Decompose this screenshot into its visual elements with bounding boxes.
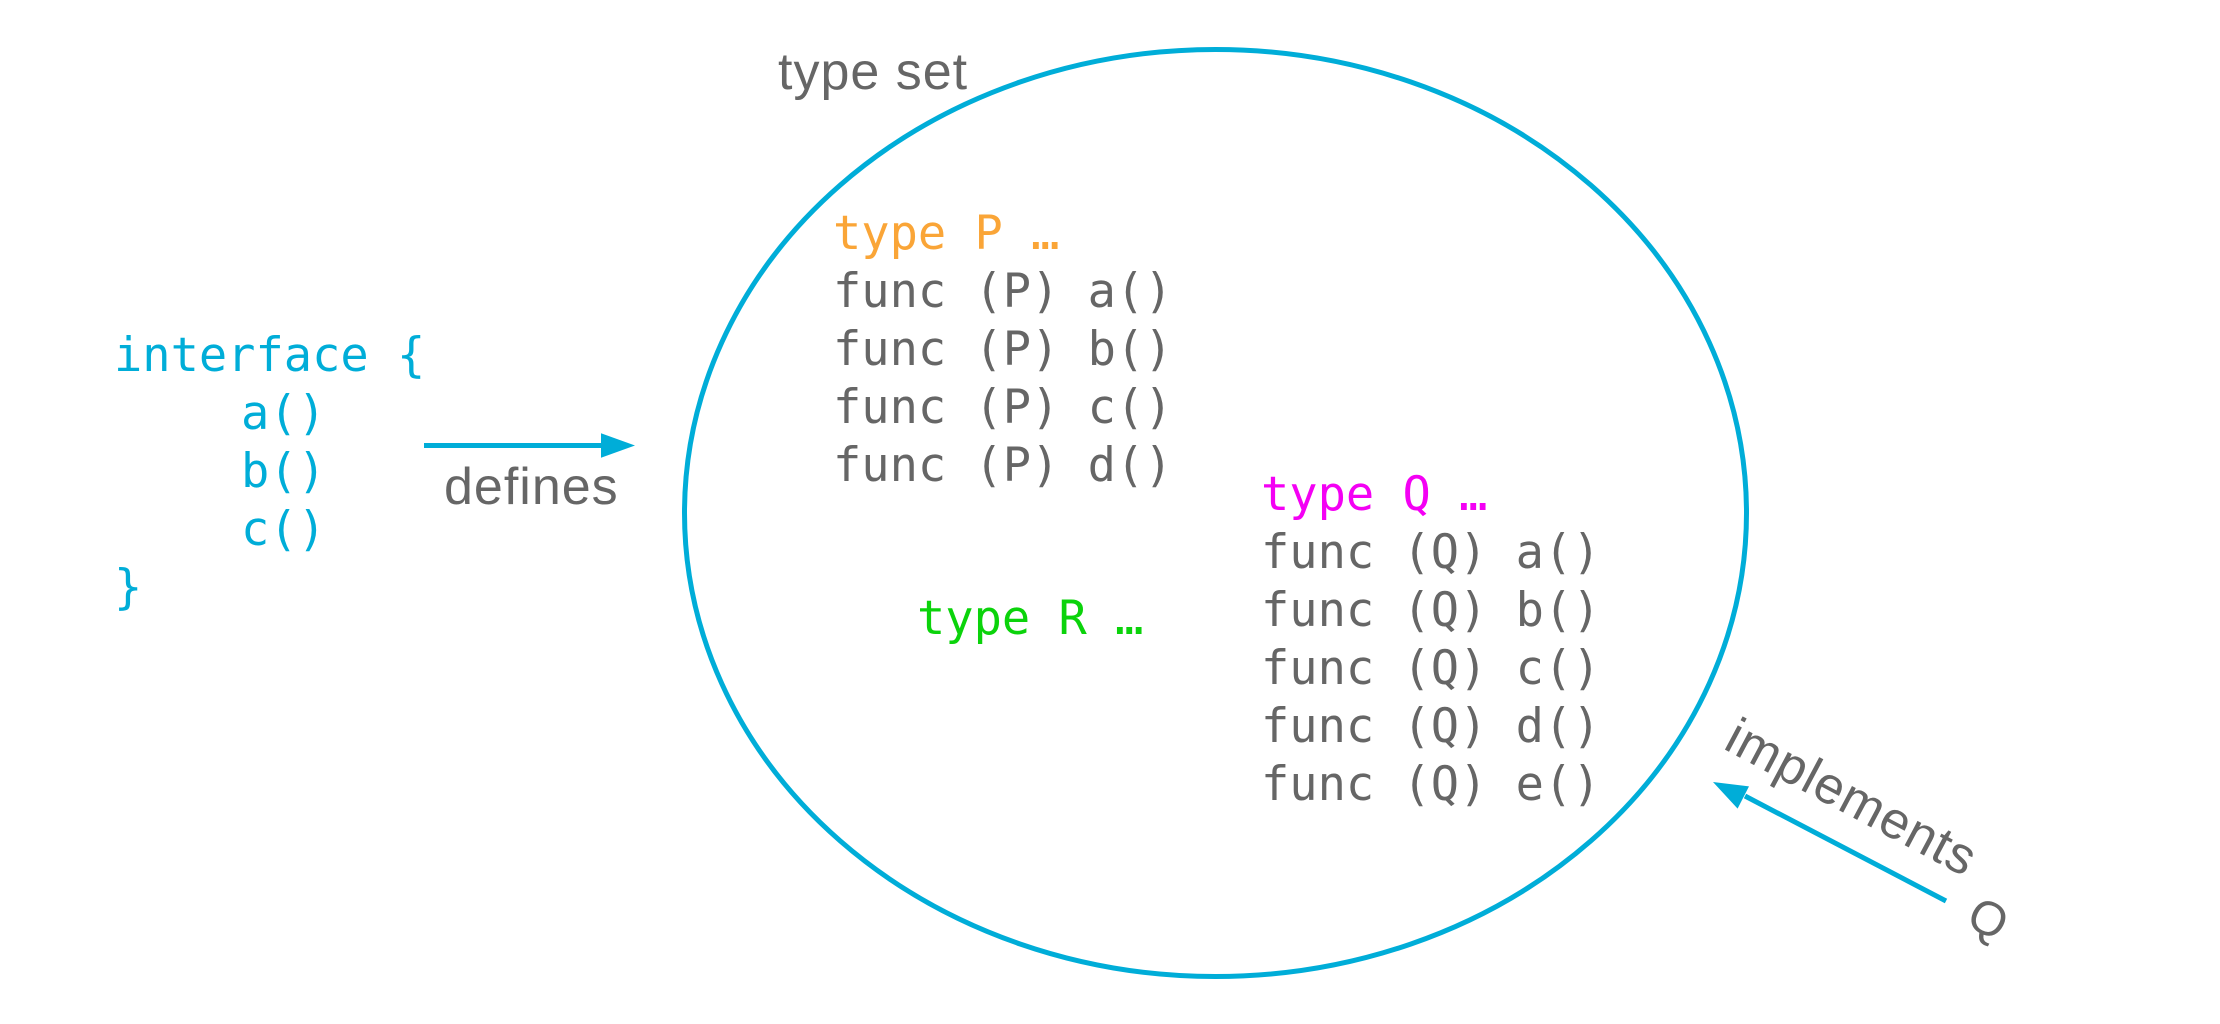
code-line: func (Q) b() xyxy=(1261,583,1601,638)
code-line: func (P) d() xyxy=(833,438,1173,493)
code-line: func (P) c() xyxy=(833,380,1173,435)
code-line: c() xyxy=(241,502,326,557)
implements-arrow-head xyxy=(1713,782,1749,809)
code-line: a() xyxy=(241,386,326,441)
type-p-code-block: type P …func (P) a()func (P) b()func (P)… xyxy=(833,205,1173,495)
code-line: func (P) a() xyxy=(833,264,1173,319)
code-line: } xyxy=(114,560,143,615)
code-line: func (Q) e() xyxy=(1261,757,1601,812)
code-line: type R … xyxy=(917,591,1144,646)
type-r-code-block: type R … xyxy=(917,590,1143,648)
code-line: type P … xyxy=(833,206,1060,261)
implements-arrow xyxy=(1743,793,1948,904)
code-line: func (P) b() xyxy=(833,322,1173,377)
code-line: func (Q) d() xyxy=(1261,699,1601,754)
code-line: interface { xyxy=(114,328,426,383)
code-line: func (Q) a() xyxy=(1261,525,1601,580)
defines-label: defines xyxy=(444,458,619,516)
defines-arrow-head xyxy=(601,433,635,458)
type-q-code-block: type Q …func (Q) a()func (Q) b()func (Q)… xyxy=(1261,466,1601,814)
interface-code-block: interface {a()b()c()} xyxy=(114,327,425,617)
type-set-circle xyxy=(682,47,1749,979)
code-line: b() xyxy=(241,444,326,499)
code-line: func (Q) c() xyxy=(1261,641,1601,696)
code-line: type Q … xyxy=(1261,467,1488,522)
type-set-label: type set xyxy=(778,43,969,101)
